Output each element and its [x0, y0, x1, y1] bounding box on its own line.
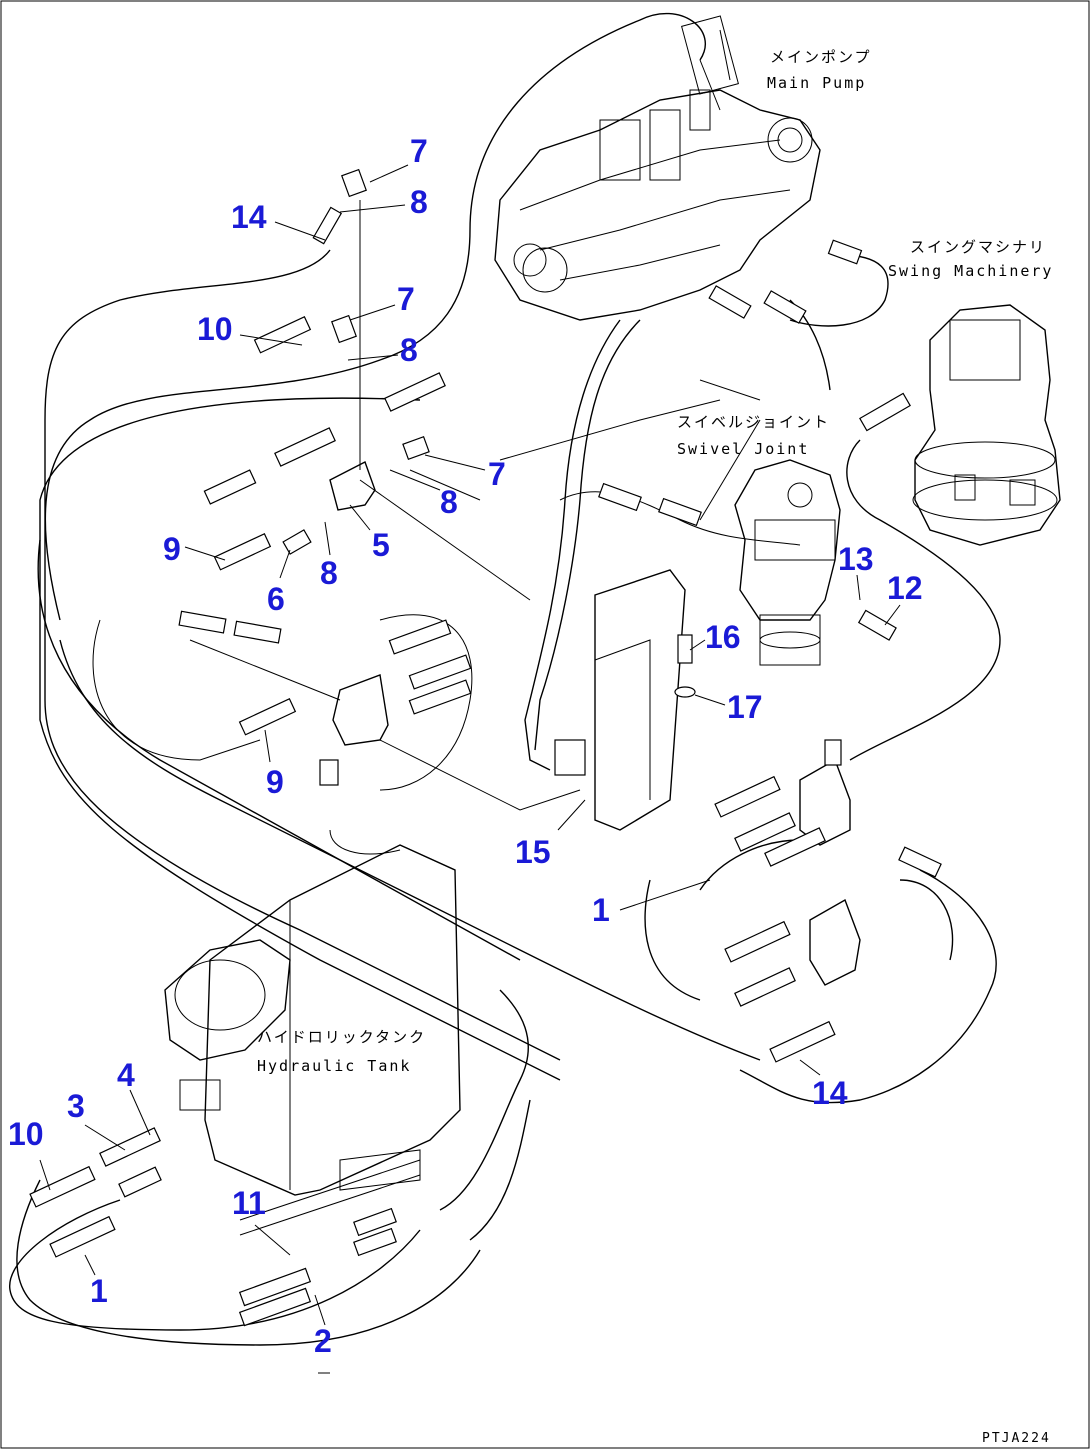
- swivel-joint-label-jp: スイベルジョイント: [677, 413, 830, 431]
- swing-machinery-label-en: Swing Machinery: [888, 262, 1053, 280]
- callout-11: 11: [232, 1185, 266, 1221]
- callout-3: 3: [67, 1088, 85, 1124]
- callout-16: 16: [705, 619, 741, 655]
- swivel-joint: [734, 459, 841, 666]
- hydraulic-tank: [164, 844, 461, 1196]
- drawing-code: PTJA224: [982, 1431, 1051, 1446]
- callout-13: 13: [838, 541, 874, 577]
- valve-block-center: [319, 674, 389, 786]
- block-5: [329, 461, 376, 511]
- main-pump-label-en: Main Pump: [767, 74, 866, 92]
- valve-block-right-lower: [809, 898, 861, 986]
- callout-14a: 14: [231, 199, 267, 235]
- callout-8b: 8: [400, 332, 418, 368]
- callout-8d: 8: [320, 555, 338, 591]
- fittings: [29, 168, 942, 1327]
- main-pump-label-jp: メインポンプ: [770, 48, 872, 66]
- swivel-joint-label-en: Swivel Joint: [677, 440, 809, 458]
- callout-15: 15: [515, 834, 551, 870]
- callout-7b: 7: [397, 281, 415, 317]
- callout-17: 17: [727, 689, 763, 725]
- callout-10a: 10: [197, 311, 233, 347]
- main-pump: [494, 15, 821, 321]
- callout-1b: 1: [90, 1273, 108, 1309]
- callouts: 7 8 14 7 10 8 7 8 5 9 6 8 13 12 16 17 9 …: [8, 133, 923, 1359]
- hydraulic-tank-label-jp: ハイドロリックタンク: [257, 1028, 426, 1046]
- swing-machinery-label-jp: スイングマシナリ: [910, 238, 1046, 256]
- callout-12: 12: [887, 570, 923, 606]
- swing-machinery: [912, 304, 1061, 546]
- callout-6: 6: [267, 581, 285, 617]
- callout-9b: 9: [266, 764, 284, 800]
- callout-8a: 8: [410, 184, 428, 220]
- valve-block-right-upper: [799, 739, 851, 846]
- callout-1a: 1: [592, 892, 610, 928]
- callout-5: 5: [372, 527, 390, 563]
- callout-7a: 7: [410, 133, 428, 169]
- hoses: [9, 12, 1001, 1346]
- hydraulic-tank-label-en: Hydraulic Tank: [257, 1057, 411, 1075]
- leader-lines: [39, 164, 901, 1326]
- callout-7c: 7: [488, 456, 506, 492]
- callout-4: 4: [117, 1057, 135, 1093]
- callout-8c: 8: [440, 484, 458, 520]
- callout-14b: 14: [812, 1075, 848, 1111]
- bracket: [554, 569, 696, 831]
- callout-10b: 10: [8, 1116, 44, 1152]
- callout-9a: 9: [163, 531, 181, 567]
- callout-2: 2: [314, 1323, 332, 1359]
